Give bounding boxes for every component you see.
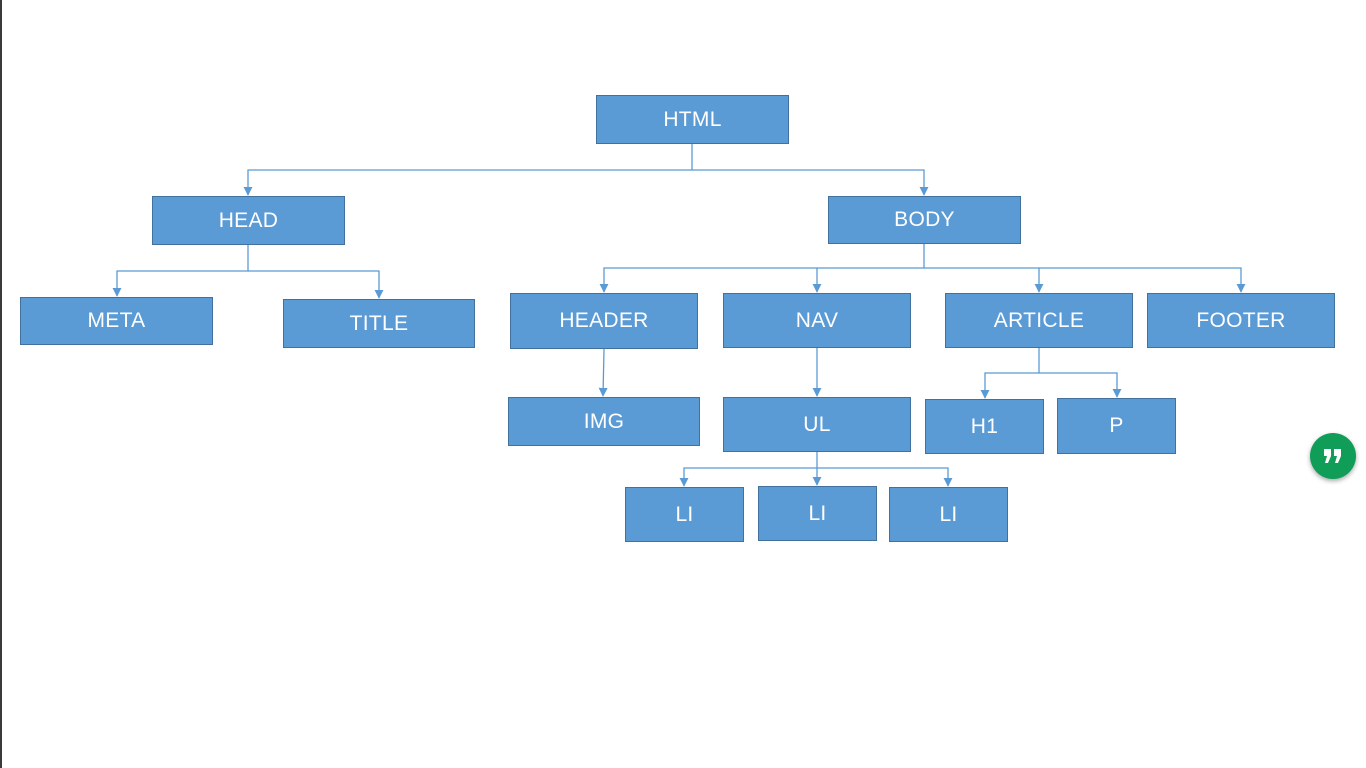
node-footer-label: FOOTER	[1196, 308, 1286, 332]
connector-head-title	[248, 270, 384, 299]
connector-html-head	[243, 144, 693, 196]
node-header-label: HEADER	[559, 309, 649, 332]
quote-icon	[1324, 449, 1341, 463]
node-html: HTML	[596, 95, 789, 144]
node-p: P	[1057, 398, 1176, 454]
node-li-3-label: LI	[939, 502, 958, 526]
node-h1: H1	[925, 399, 1044, 454]
node-head-label: HEAD	[218, 208, 279, 232]
node-meta: META	[20, 297, 213, 345]
node-html-label: HTML	[663, 107, 722, 131]
node-ul-label: UL	[803, 412, 831, 436]
node-p-label: P	[1109, 414, 1124, 437]
connector-ul-li3	[817, 467, 953, 487]
node-head: HEAD	[152, 196, 345, 245]
connector-html-body	[692, 169, 929, 196]
chat-button[interactable]	[1310, 433, 1356, 479]
node-nav-label: NAV	[795, 308, 839, 332]
connector-body-footer	[1039, 267, 1246, 293]
node-title: TITLE	[283, 299, 475, 348]
node-li-3: LI	[889, 487, 1008, 542]
connector-ul-li1	[679, 452, 818, 487]
node-li-2: LI	[758, 486, 877, 541]
node-img-label: IMG	[583, 409, 625, 433]
node-ul: UL	[723, 397, 911, 452]
connector-body-article	[924, 267, 1044, 293]
node-img: IMG	[508, 397, 700, 446]
node-nav: NAV	[723, 293, 911, 348]
node-header: HEADER	[510, 293, 698, 349]
node-h1-label: H1	[970, 414, 999, 438]
connector-article-p	[1039, 372, 1122, 398]
node-title-label: TITLE	[349, 311, 409, 335]
node-li-2-label: LI	[808, 501, 827, 525]
node-body: BODY	[828, 196, 1021, 244]
node-meta-label: META	[87, 309, 146, 332]
connector-article-h1	[980, 348, 1040, 399]
node-li-1: LI	[625, 487, 744, 542]
node-footer: FOOTER	[1147, 293, 1335, 348]
node-li-1-label: LI	[675, 502, 694, 526]
node-article: ARTICLE	[945, 293, 1133, 348]
connector-body-header	[599, 244, 925, 293]
connector-head-meta	[112, 245, 249, 297]
node-article-label: ARTICLE	[993, 308, 1085, 332]
connector-header-img	[598, 348, 608, 397]
node-body-label: BODY	[894, 208, 955, 231]
